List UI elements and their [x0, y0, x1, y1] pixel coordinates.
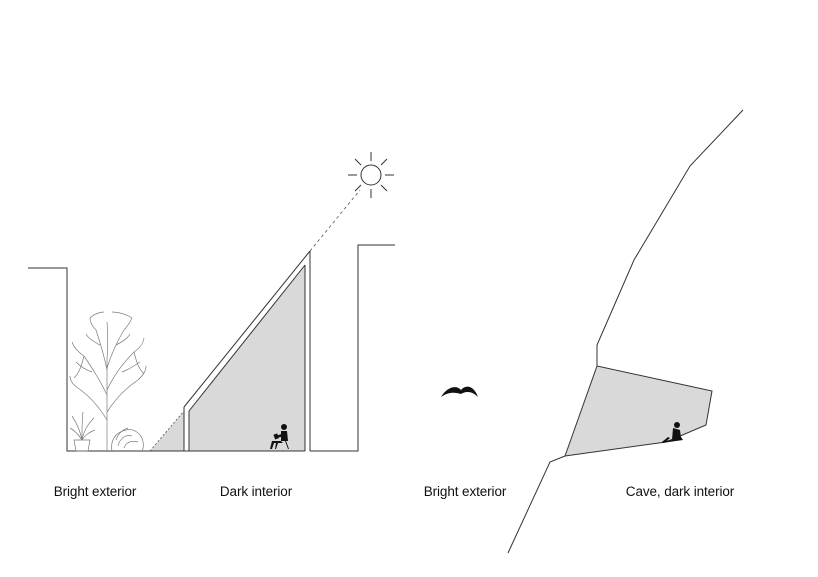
- right-bay-wall: [310, 244, 395, 452]
- caption-bright-exterior-right: Bright exterior: [423, 484, 507, 499]
- caption-cave-dark-interior: Cave, dark interior: [625, 484, 735, 499]
- potted-plant-icon: [69, 411, 96, 452]
- interior-shadow: [189, 265, 305, 451]
- cave-interior-shadow: [565, 366, 712, 456]
- skylight-outer: [183, 250, 311, 408]
- skylight-inner: [188, 264, 306, 412]
- courtyard-wall: [28, 267, 150, 452]
- caption-bright-exterior-left: Bright exterior: [53, 484, 137, 499]
- caption-dark-interior: Dark interior: [219, 484, 293, 499]
- sun-ray: [309, 189, 361, 252]
- seated-reader-icon: [270, 424, 289, 449]
- cave-mouth-edge: [564, 365, 598, 457]
- light-wedge-edge: [149, 410, 185, 452]
- reclining-person-icon: [662, 422, 683, 443]
- tree-icon: [69, 311, 147, 451]
- cliff-lower: [507, 455, 566, 554]
- bird-icon: [441, 386, 478, 397]
- sun-icon: [348, 152, 394, 198]
- shrub-icon: [111, 427, 144, 452]
- building-section: [28, 189, 395, 452]
